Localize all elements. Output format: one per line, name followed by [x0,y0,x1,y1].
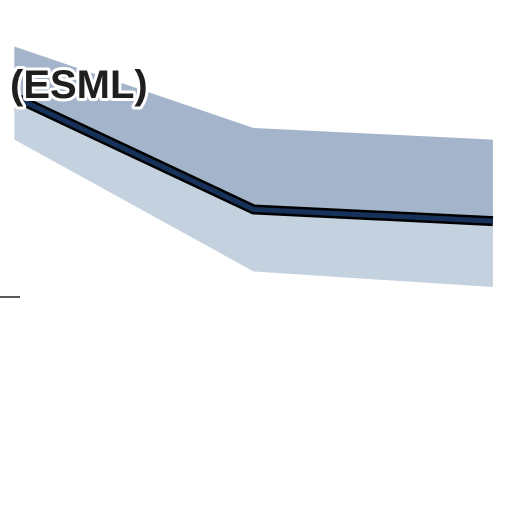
uncertainty-bands [14,46,493,287]
annotation-esml: (ESML) [10,63,148,107]
series-line-0 [13,94,494,224]
series-lines [12,92,494,227]
band-upper-0 [14,46,493,222]
band-lower-0 [14,97,493,287]
